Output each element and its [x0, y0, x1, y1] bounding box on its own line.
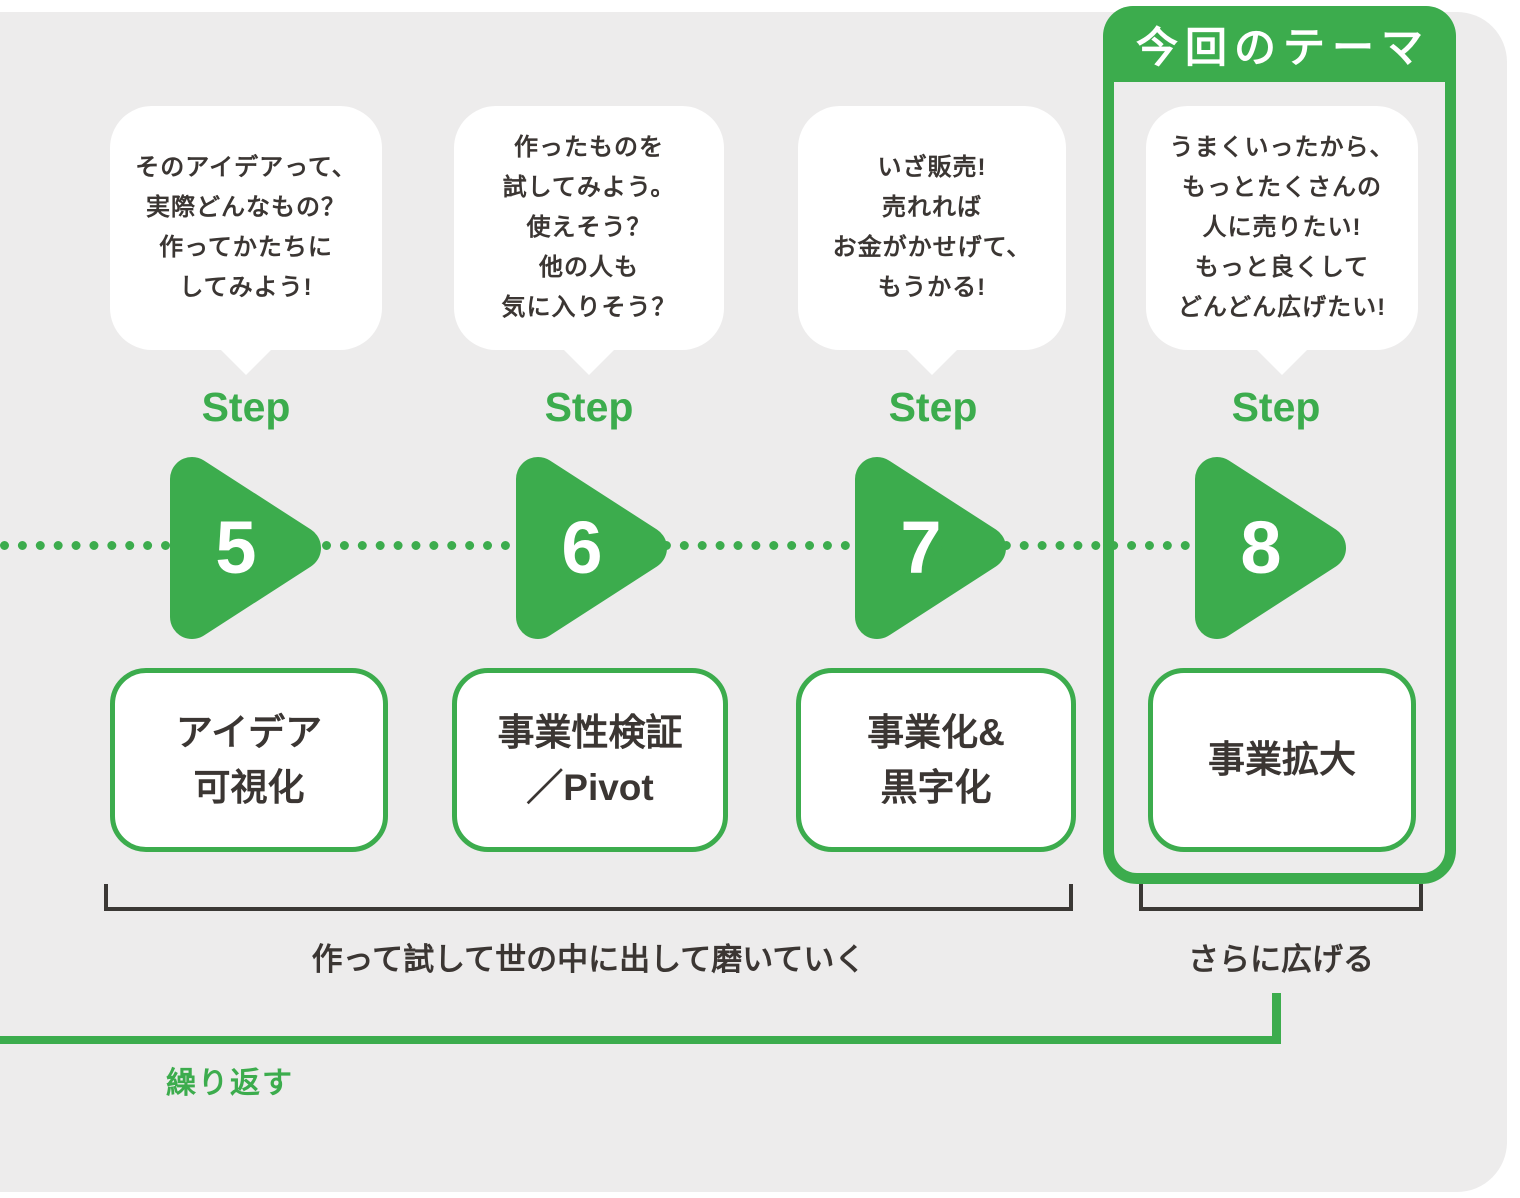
theme-banner-label: 今回のテーマ [1135, 23, 1430, 71]
step6-label: Step [544, 384, 634, 430]
speech-bubble-step8: うまくいったから、 もっとたくさんの 人に売りたい! もっと良くして どんどん広… [1146, 106, 1418, 350]
repeat-connector-horizontal-line [0, 1036, 1281, 1044]
step8-label: Step [1231, 384, 1321, 430]
repeat-connector-vertical-line [1272, 993, 1281, 1044]
step6-arrow-icon: 6 [514, 452, 670, 644]
speech-bubble-step6-text: 作ったものを 試してみよう。 使えそう？ 他の人も 気に入りそう？ [501, 134, 677, 321]
step7-arrow-icon: 7 [853, 452, 1009, 644]
speech-bubble-step5-text: そのアイデアって、 実際どんなもの？ 作ってかたちに してみよう! [135, 154, 357, 301]
right-bracket-label: さらに広げる [1188, 942, 1374, 977]
step8-arrow-icon: 8 [1193, 452, 1349, 644]
step8-number: 8 [1240, 506, 1282, 589]
stage-box-label: 事業化& 黒字化 [867, 711, 1005, 809]
theme-banner: 今回のテーマ [1103, 6, 1456, 82]
right-bracket [1139, 884, 1423, 911]
step5-arrow-icon: 5 [168, 452, 324, 644]
speech-bubble-step7-tail [905, 348, 959, 375]
stage-box-label: 事業拡大 [1208, 739, 1356, 781]
play-triangle-icon [1195, 457, 1346, 639]
speech-bubble-step7-text: いざ販売! 売れれば お金がかせげて、 もうかる! [832, 154, 1032, 301]
left-bracket [104, 884, 1073, 911]
step7-label: Step [888, 384, 978, 430]
speech-bubble-step6: 作ったものを 試してみよう。 使えそう？ 他の人も 気に入りそう？ [454, 106, 724, 350]
stage-box-label: アイデア 可視化 [175, 711, 323, 809]
speech-bubble-step5: そのアイデアって、 実際どんなもの？ 作ってかたちに してみよう! [110, 106, 382, 350]
step5-label: Step [201, 384, 291, 430]
speech-bubble-step5-tail [219, 348, 273, 375]
speech-bubble-step8-tail [1255, 348, 1309, 375]
stage-box-idea-visualization: アイデア 可視化 [110, 668, 388, 852]
speech-bubble-step7: いざ販売! 売れれば お金がかせげて、 もうかる! [798, 106, 1066, 350]
play-triangle-icon [170, 457, 321, 639]
left-bracket-label: 作って試して世の中に出して磨いていく [311, 942, 866, 977]
speech-bubble-step6-tail [562, 348, 616, 375]
step7-number: 7 [900, 506, 942, 589]
stage-box-commercialization: 事業化& 黒字化 [796, 668, 1076, 852]
speech-bubble-step8-text: うまくいったから、 もっとたくさんの 人に売りたい! もっと良くして どんどん広… [1169, 134, 1395, 321]
play-triangle-icon [855, 457, 1006, 639]
step6-number: 6 [561, 506, 603, 589]
step5-number: 5 [215, 506, 257, 589]
stage-box-feasibility-pivot: 事業性検証 ／Pivot [452, 668, 728, 852]
play-triangle-icon [516, 457, 667, 639]
stage-box-business-expansion: 事業拡大 [1148, 668, 1416, 852]
stage-box-label: 事業性検証 ／Pivot [497, 711, 683, 809]
repeat-label: 繰り返す [166, 1067, 294, 1100]
